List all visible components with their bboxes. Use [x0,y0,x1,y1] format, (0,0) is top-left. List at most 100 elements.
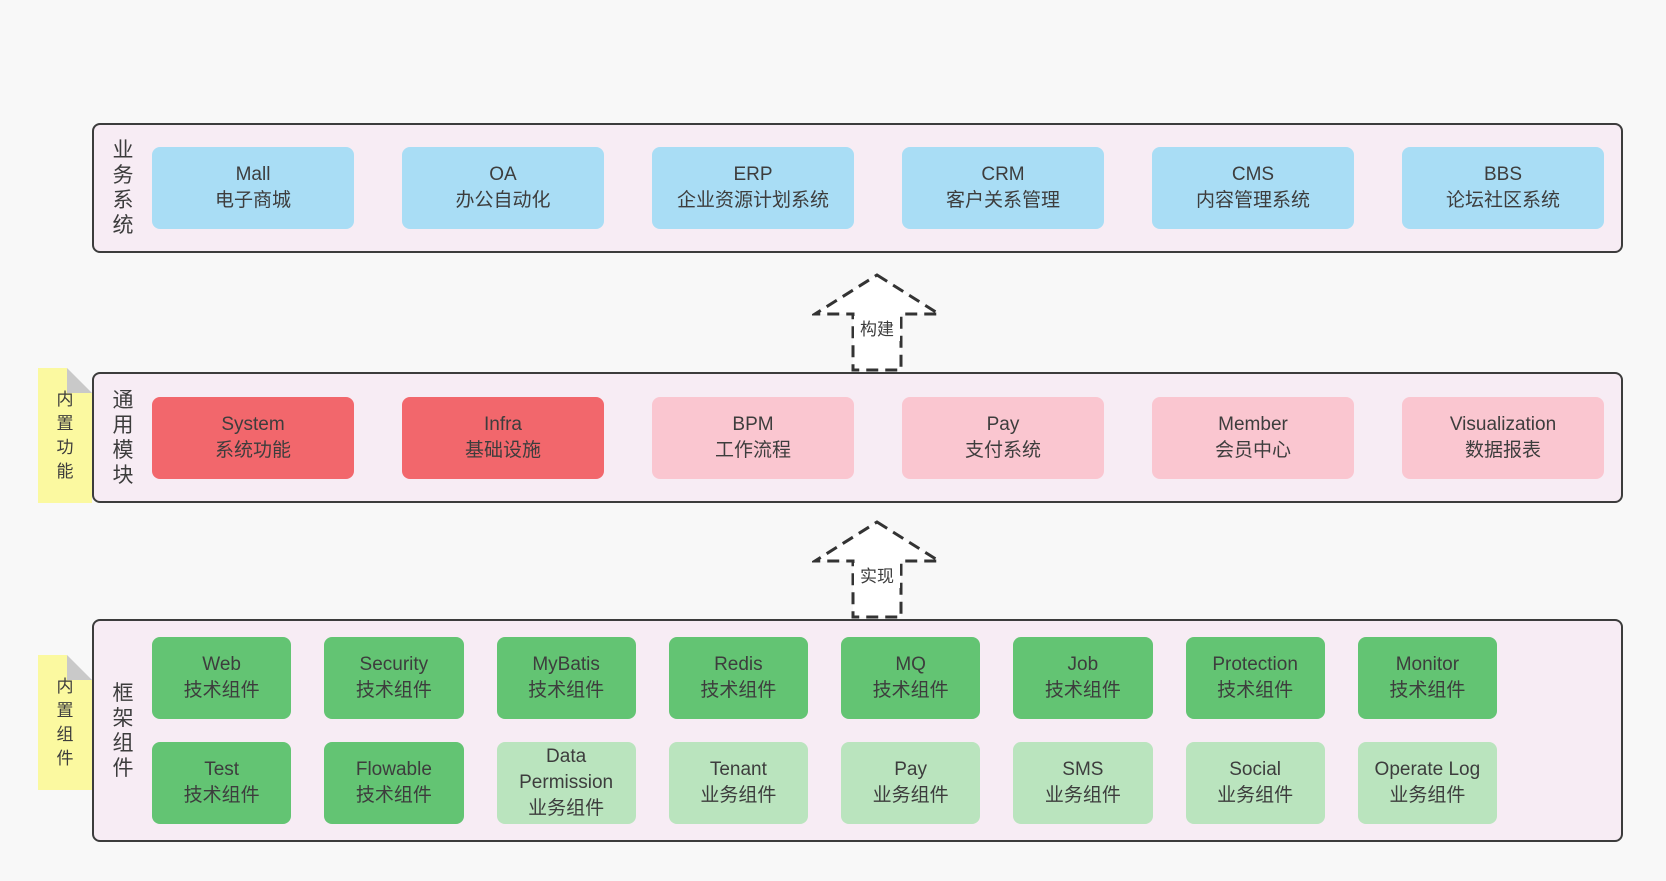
box-title: Mall [235,164,271,185]
box-subtitle: 业务组件 [528,798,605,819]
implement-arrow-label: 实现 [860,567,894,586]
box-subtitle: 技术组件 [355,680,432,701]
box-subtitle: 办公自动化 [455,190,551,211]
box-title: Data Permission [519,746,614,793]
box-test: Test 技术组件 [152,742,292,824]
box-pay-system: Pay 支付系统 [902,396,1104,479]
layer-title-business-systems: 业务系统 [112,139,134,237]
box-crm: CRM 客户关系管理 [902,147,1104,229]
box-security: Security 技术组件 [324,637,464,719]
box-title: System [221,413,285,435]
box-mq: MQ 技术组件 [841,637,981,719]
box-member: Member 会员中心 [1152,396,1354,479]
box-title: Flowable [355,759,432,780]
box-title: Web [202,654,241,675]
box-subtitle: 工作流程 [714,439,791,461]
box-social: Social 业务组件 [1185,742,1325,824]
box-subtitle: 技术组件 [700,680,777,701]
box-subtitle: 技术组件 [872,680,949,701]
box-visualization: Visualization 数据报表 [1402,396,1604,479]
box-mybatis: MyBatis 技术组件 [496,637,636,719]
box-title: Visualization [1449,413,1557,435]
box-redis: Redis 技术组件 [668,637,808,719]
box-subtitle: 系统功能 [214,439,291,461]
build-arrow: 构建 [812,273,942,372]
sticky-note-label: 内置组件 [56,676,74,768]
box-subtitle: 技术组件 [355,785,432,806]
box-title: ERP [733,164,773,185]
box-subtitle: 技术组件 [1389,680,1466,701]
box-monitor: Monitor 技术组件 [1357,637,1497,719]
box-erp: ERP 企业资源计划系统 [652,147,854,229]
box-operate-log: Operate Log 业务组件 [1357,742,1497,824]
box-subtitle: 技术组件 [528,680,605,701]
arrow-label-background [854,563,900,588]
layer-title-framework-components: 框架组件 [112,681,134,780]
box-title: Redis [714,654,763,675]
box-subtitle: 技术组件 [183,785,260,806]
box-title: SMS [1062,759,1104,780]
box-subtitle: 业务组件 [872,785,949,806]
box-title: Infra [483,413,523,435]
box-title: Tenant [709,759,767,780]
box-cms: CMS 内容管理系统 [1152,147,1354,229]
layer-framework-components: 框架组件 Web 技术组件 Security 技术组件 MyBatis 技术组件… [92,619,1623,842]
box-subtitle: 业务组件 [700,785,777,806]
box-subtitle: 基础设施 [464,439,541,461]
box-title: Member [1218,413,1288,435]
box-sms: SMS 业务组件 [1013,742,1153,824]
box-subtitle: 论坛社区系统 [1445,190,1560,211]
box-subtitle: 支付系统 [964,439,1041,461]
box-infra: Infra 基础设施 [402,396,604,479]
sticky-note-builtin-components: 内置组件 [38,655,92,790]
box-web: Web 技术组件 [152,637,292,719]
box-title: Test [204,759,240,780]
box-title: Monitor [1395,654,1460,675]
box-flowable: Flowable 技术组件 [324,742,464,824]
box-title: BBS [1483,164,1523,185]
box-bpm: BPM 工作流程 [652,396,854,479]
build-arrow-label: 构建 [860,320,894,339]
sticky-note-label: 内置功能 [56,389,74,481]
box-title: Social [1229,759,1281,780]
layer-title-common-modules: 通用模块 [112,388,134,487]
box-subtitle: 数据报表 [1464,439,1541,461]
folded-corner-icon [67,655,92,680]
box-job: Job 技术组件 [1013,637,1153,719]
arrow-label-background [854,316,900,341]
box-title: Security [359,654,429,675]
implement-arrow: 实现 [812,520,942,619]
box-mall: Mall 电子商城 [152,147,354,229]
box-subtitle: 技术组件 [1217,680,1294,701]
sticky-note-builtin-features: 内置功能 [38,368,92,503]
layer-box-row: Mall 电子商城 OA 办公自动化 ERP 企业资源计划系统 CRM 客户关系… [152,147,1604,229]
box-subtitle: 会员中心 [1214,439,1291,461]
layer-business-systems: 业务系统 Mall 电子商城 OA 办公自动化 ERP 企业资源计划系统 CRM… [92,123,1623,253]
box-subtitle: 业务组件 [1044,785,1121,806]
box-title: Job [1067,654,1099,675]
box-system: System 系统功能 [152,396,354,479]
box-title: BPM [732,413,774,435]
box-tenant: Tenant 业务组件 [668,742,808,824]
box-subtitle: 技术组件 [1044,680,1121,701]
box-bbs: BBS 论坛社区系统 [1402,147,1604,229]
box-title: CRM [981,164,1025,185]
box-subtitle: 业务组件 [1217,785,1294,806]
box-title: MyBatis [532,654,600,675]
box-subtitle: 企业资源计划系统 [676,190,829,211]
box-data-permission: Data Permission 业务组件 [496,742,636,824]
box-subtitle: 业务组件 [1389,785,1466,806]
layer-box-grid: Web 技术组件 Security 技术组件 MyBatis 技术组件 Redi… [152,637,1497,824]
box-subtitle: 客户关系管理 [945,190,1060,211]
layer-box-row: System 系统功能 Infra 基础设施 BPM 工作流程 Pay 支付系统… [152,396,1604,479]
folded-corner-icon [67,368,92,393]
box-subtitle: 电子商城 [214,190,291,211]
box-subtitle: 技术组件 [183,680,260,701]
box-subtitle: 内容管理系统 [1195,190,1310,211]
box-oa: OA 办公自动化 [402,147,604,229]
component-row-2: Test 技术组件 Flowable 技术组件 Data Permission … [152,742,1497,824]
box-title: Pay [894,759,927,780]
box-pay-component: Pay 业务组件 [841,742,981,824]
box-title: OA [489,164,517,185]
